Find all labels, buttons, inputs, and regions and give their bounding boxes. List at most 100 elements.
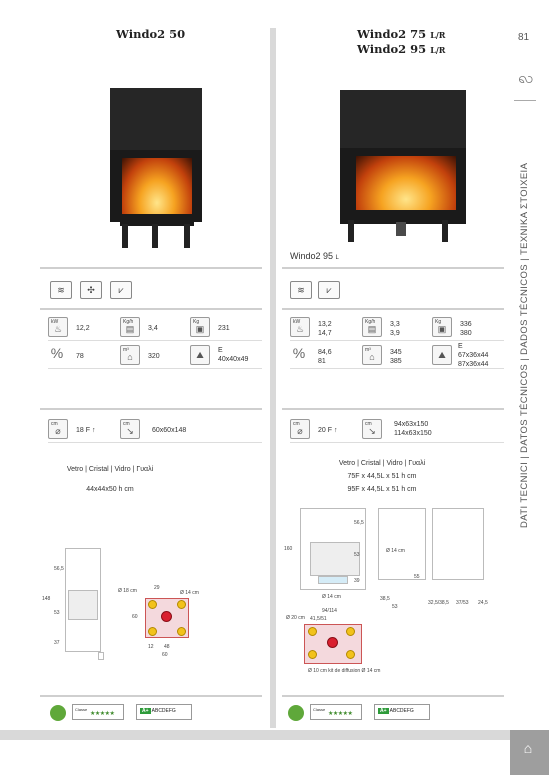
- spec-efficiency: 78: [76, 353, 84, 360]
- flue-diameter: 20 F ↑: [318, 427, 338, 434]
- rating-stars: ★★★★★: [328, 711, 353, 717]
- glass-size: 44x44x50 h cm: [86, 486, 134, 493]
- stove-fire: [122, 158, 192, 214]
- spec-weight: 231: [218, 325, 230, 332]
- dim-air: Ø 14 cm: [180, 590, 199, 596]
- glass-size: 95F x 44,5L x 51 h cm: [347, 486, 417, 493]
- stove-leg: [348, 220, 354, 242]
- weight-icon: Kg▣: [432, 317, 452, 337]
- spec-divider: [48, 340, 262, 341]
- stove-fire: [356, 156, 456, 210]
- spec-divider: [48, 442, 262, 443]
- air-duct-outline: [318, 576, 348, 584]
- section-rule: [282, 267, 504, 269]
- eco-badge-icon: [50, 705, 66, 721]
- section-rule: [282, 695, 504, 697]
- footer-bar: [0, 730, 510, 740]
- fan-icon: ✣: [80, 281, 102, 299]
- dimensions-icon: ⛰: [432, 345, 452, 365]
- spec-efficiency: 84,6 81: [318, 349, 332, 365]
- spec-power: 13,2 14,7: [318, 321, 332, 337]
- dim-side-height: 55: [414, 574, 420, 580]
- fuel-icon: Kg/h▤: [120, 317, 140, 337]
- section-rule: [40, 308, 262, 310]
- air-inlet: [308, 627, 317, 636]
- fireplace-icon: ⌂: [523, 740, 533, 756]
- dim-height: 148: [42, 596, 51, 602]
- dim-side: 12: [148, 644, 154, 650]
- side-outline: [378, 508, 426, 580]
- flue-outlet: [327, 637, 338, 648]
- dim-air-front: Ø 14 cm: [322, 594, 341, 600]
- page-number: 81: [518, 32, 530, 43]
- spec-divider: [290, 340, 504, 341]
- model-title-2: Windo2 95 L/R: [357, 42, 446, 56]
- flue-diameter-icon: cm⌀: [290, 419, 310, 439]
- glass-heading: Vetro | Cristal | Vidro | Γυαλί: [66, 466, 154, 473]
- house-icon: m³⌂: [120, 345, 140, 365]
- flue-outlet: [161, 611, 172, 622]
- dim-lower: 39: [354, 578, 360, 584]
- class-badge: Classe: [310, 704, 362, 720]
- glass-heading: Vetro | Cristal | Vidro | Γυαλί: [338, 460, 426, 467]
- air-inlet: [308, 650, 317, 659]
- spec-consumption: 3,4: [148, 325, 158, 332]
- energy-class: A+ ABCDEFG: [378, 708, 414, 714]
- stove-leg: [442, 220, 448, 242]
- stove-leg: [152, 224, 158, 248]
- house-icon: m³⌂: [362, 345, 382, 365]
- dim-upper: 56,5: [54, 566, 64, 572]
- stove-base: [340, 214, 466, 224]
- air-inlet: [177, 600, 186, 609]
- flue-diameter: 18 F ↑: [76, 427, 96, 434]
- dim-middle: 53: [54, 610, 60, 616]
- section-rule: [40, 408, 262, 410]
- dim-middle: 53: [354, 552, 360, 558]
- section-rule: [40, 695, 262, 697]
- dim-flue: Ø 18 cm: [118, 588, 137, 594]
- stove-leg: [122, 224, 128, 248]
- spec-dimensions: E 40x40x49: [218, 347, 249, 363]
- dim-rear-left: 32,5/38,5: [428, 600, 449, 606]
- dim-rear-middle: 37/53: [456, 600, 469, 606]
- class-badge: Classe: [72, 704, 124, 720]
- flame-icon: kW♨: [290, 317, 310, 337]
- dim-side-total: 53: [392, 604, 398, 610]
- footer-box: [510, 730, 549, 775]
- air-inlet: [148, 627, 157, 636]
- outlet-dimensions: 94x63x150 114x63x150: [394, 421, 432, 437]
- dim-air-side: Ø 14 cm: [386, 548, 405, 554]
- logo-icon: ꩮ: [518, 70, 534, 87]
- air-vent-icon: ≋: [290, 281, 312, 299]
- flame-icon: kW♨: [48, 317, 68, 337]
- spec-divider: [290, 442, 504, 443]
- spec-volume: 320: [148, 353, 160, 360]
- section-rule: [40, 267, 262, 269]
- air-connector: [396, 222, 406, 236]
- dim-rear-right: 24,5: [478, 600, 488, 606]
- dim-height: 160: [284, 546, 293, 552]
- dim-width: 94/114: [322, 608, 337, 614]
- eco-badge-icon: [288, 705, 304, 721]
- spec-dimensions: E 67x36x44 87x36x44: [458, 343, 489, 368]
- dim-offset: 41,5/51: [310, 616, 327, 622]
- fan-arrows-icon: ⩗: [110, 281, 132, 299]
- energy-class: A+ ABCDEFG: [140, 708, 176, 714]
- firebox-outline: [310, 542, 360, 576]
- rear-outline: [432, 508, 484, 580]
- air-inlet: [346, 627, 355, 636]
- dim-lower: 37: [54, 640, 60, 646]
- spec-consumption: 3,3 3,9: [390, 321, 400, 337]
- spec-weight: 336 380: [460, 321, 472, 337]
- stove-base: [120, 218, 194, 226]
- firebox-outline: [68, 590, 98, 620]
- stove-hood: [110, 88, 202, 154]
- outlet-icon: cm↘: [362, 419, 382, 439]
- model-title: Windo2 50: [116, 27, 186, 41]
- outlet-icon: cm↘: [120, 419, 140, 439]
- fuel-icon: Kg/h▤: [362, 317, 382, 337]
- section-label: DATI TECNICI | DATOS TÉCNICOS | DADOS TÉ…: [519, 162, 530, 528]
- column-divider: [270, 28, 276, 728]
- dim-offset: 29: [154, 585, 160, 591]
- section-rule: [282, 308, 504, 310]
